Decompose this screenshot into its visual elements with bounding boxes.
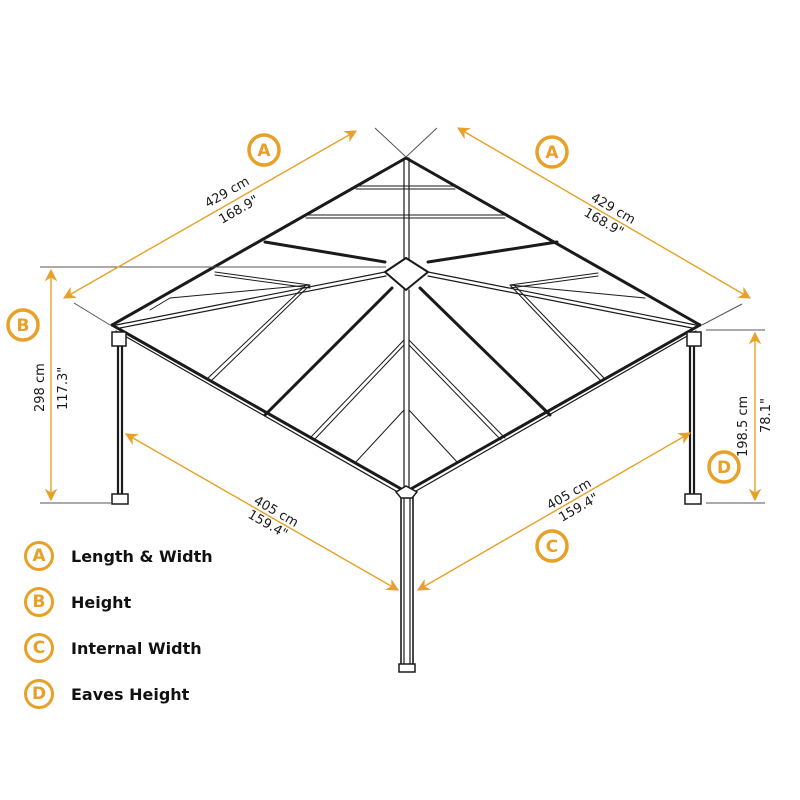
arrow-length-right: [456, 127, 752, 299]
label-height-imperial: 117.3": [56, 367, 71, 410]
svg-text:A: A: [257, 141, 271, 161]
roof-hub: [383, 256, 430, 292]
legend: A Length & Width B Height C Internal Wid…: [24, 533, 213, 717]
dimension-badges: A A B C D: [6, 133, 741, 563]
badge-a-right: A: [535, 135, 569, 169]
legend-item-internal-width: C Internal Width: [24, 625, 213, 671]
legend-item-eaves-height: D Eaves Height: [24, 671, 213, 717]
legend-badge-a: A: [24, 541, 54, 571]
legend-item-height: B Height: [24, 579, 213, 625]
legend-item-length-width: A Length & Width: [24, 533, 213, 579]
badge-c: C: [535, 529, 569, 563]
legend-badge-d: D: [24, 679, 54, 709]
posts: [111, 331, 702, 673]
svg-text:C: C: [546, 537, 558, 557]
legend-label: Eaves Height: [71, 684, 190, 704]
label-height-metric: 298 cm: [33, 363, 48, 412]
legend-badge-b: B: [24, 587, 54, 617]
label-eaves-metric: 198.5 cm: [736, 396, 751, 457]
svg-text:B: B: [17, 316, 30, 336]
arrow-internal-left: [124, 433, 400, 591]
arrow-internal-right: [416, 432, 692, 591]
badge-a-left: A: [247, 133, 281, 167]
arrow-length-left: [62, 130, 358, 299]
legend-label: Length & Width: [71, 546, 213, 566]
svg-text:D: D: [717, 458, 731, 478]
legend-label: Height: [71, 592, 132, 612]
badge-b: B: [6, 308, 40, 342]
label-eaves-imperial: 78.1": [759, 398, 774, 433]
legend-label: Internal Width: [71, 638, 202, 658]
legend-badge-c: C: [24, 633, 54, 663]
roof-purlins: [149, 185, 646, 464]
dimension-arrows: [44, 127, 762, 591]
badge-d: D: [707, 450, 741, 484]
svg-text:A: A: [545, 143, 559, 163]
